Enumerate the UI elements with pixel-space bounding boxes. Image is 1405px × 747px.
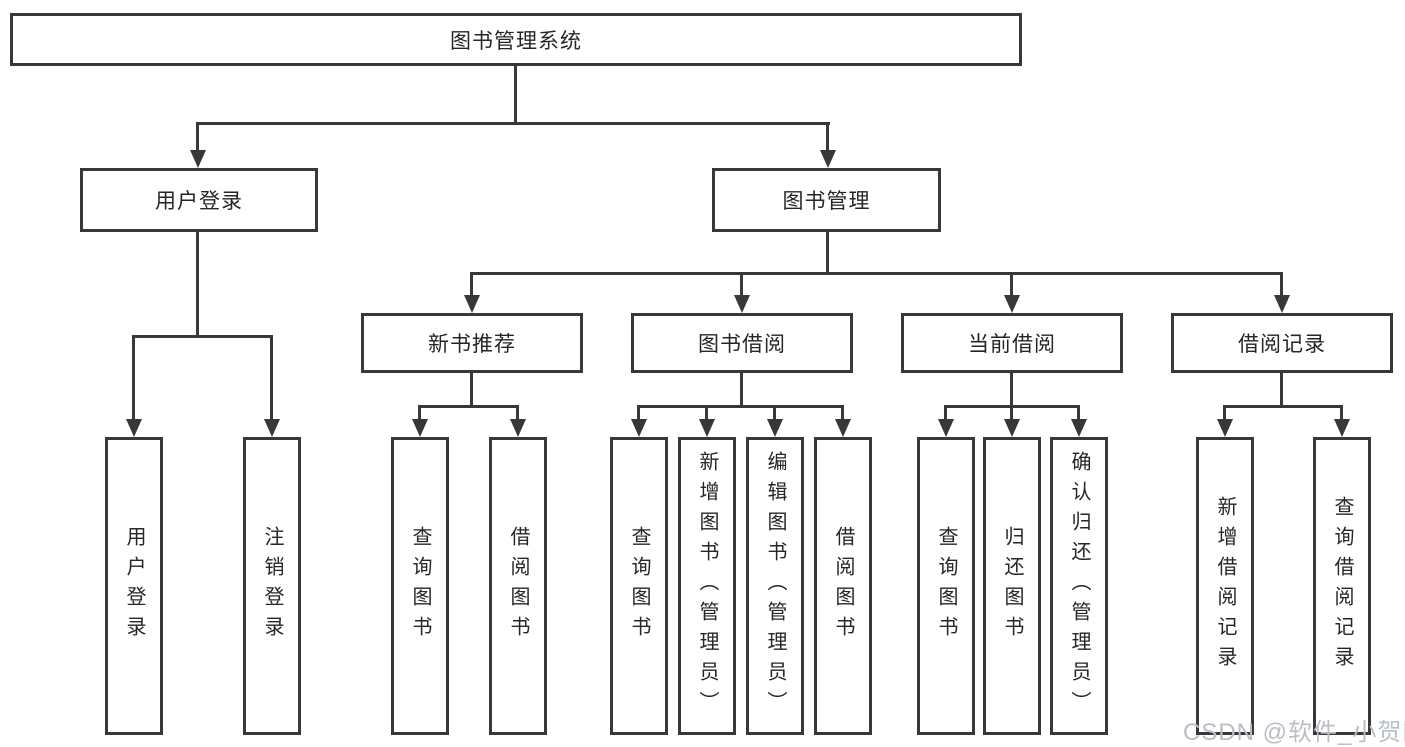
connector-line [740, 373, 743, 405]
arrowhead-icon [835, 419, 851, 437]
connector-line [773, 405, 776, 421]
arrowhead-icon [820, 150, 836, 168]
node-book-borrowing-label: 图书借阅 [698, 333, 786, 356]
arrowhead-icon [631, 419, 647, 437]
leaf-add-book-admin: 新增图书（管理员） [678, 437, 736, 735]
node-library-system: 图书管理系统 [10, 13, 1022, 66]
node-library-system-label: 图书管理系统 [450, 29, 582, 53]
connector-line [196, 122, 199, 154]
leaf-edit-book-admin: 编辑图书（管理员） [746, 437, 804, 735]
connector-line [132, 335, 273, 338]
csdn-watermark: CSDN @软件_小贺同学 [1183, 719, 1405, 746]
node-new-book-recommendation: 新书推荐 [361, 313, 583, 373]
arrowhead-icon [1071, 419, 1087, 437]
arrowhead-icon [464, 295, 480, 313]
connector-line [705, 405, 708, 421]
connector-line [826, 122, 829, 154]
connector-line [1010, 272, 1013, 298]
leaf-add-book-admin-label: 新增图书（管理员） [696, 451, 718, 721]
arrowhead-icon [1217, 419, 1233, 437]
arrowhead-icon [938, 419, 954, 437]
node-borrowing-records: 借阅记录 [1171, 313, 1393, 373]
node-new-book-recommendation-label: 新书推荐 [428, 333, 516, 356]
connector-line [1010, 405, 1013, 421]
connector-line [1280, 373, 1283, 405]
node-borrowing-records-label: 借阅记录 [1238, 333, 1326, 356]
leaf-confirm-return-admin-label: 确认归还（管理员） [1068, 451, 1090, 721]
arrowhead-icon [264, 419, 280, 437]
node-current-borrowing: 当前借阅 [901, 313, 1123, 373]
connector-line [132, 335, 135, 419]
leaf-query-books-recommend-label: 查询图书 [409, 526, 431, 646]
connector-line [841, 405, 844, 421]
connector-line [470, 272, 473, 298]
leaf-query-books-current: 查询图书 [917, 437, 975, 735]
node-user-login-label: 用户登录 [155, 190, 243, 213]
arrowhead-icon [699, 419, 715, 437]
arrowhead-icon [190, 150, 206, 168]
connector-line [470, 373, 473, 405]
node-book-management-label: 图书管理 [782, 190, 871, 213]
node-book-borrowing: 图书借阅 [631, 313, 853, 373]
leaf-query-books-current-label: 查询图书 [935, 526, 957, 646]
leaf-return-books-label: 归还图书 [1001, 526, 1023, 646]
arrowhead-icon [767, 419, 783, 437]
connector-line [1280, 272, 1283, 298]
arrowhead-icon [126, 419, 142, 437]
connector-line [740, 272, 743, 298]
leaf-add-borrow-record-label: 新增借阅记录 [1214, 496, 1236, 676]
node-user-login: 用户登录 [80, 168, 318, 232]
leaf-user-login-label: 用户登录 [123, 526, 145, 646]
leaf-borrow-books-recommend: 借阅图书 [489, 437, 547, 735]
leaf-return-books: 归还图书 [983, 437, 1041, 735]
leaf-borrow-books: 借阅图书 [814, 437, 872, 735]
arrowhead-icon [1004, 419, 1020, 437]
connector-line [470, 272, 1283, 275]
connector-line [516, 405, 519, 421]
connector-line [637, 405, 844, 408]
arrowhead-icon [1274, 295, 1290, 313]
connector-line [1010, 373, 1013, 405]
leaf-edit-book-admin-label: 编辑图书（管理员） [764, 451, 786, 721]
arrowhead-icon [1004, 295, 1020, 313]
connector-line [270, 335, 273, 419]
connector-line [514, 66, 517, 122]
connector-line [196, 122, 830, 125]
connector-line [1223, 405, 1226, 421]
leaf-add-borrow-record: 新增借阅记录 [1196, 437, 1254, 735]
arrowhead-icon [510, 419, 526, 437]
leaf-logout: 注销登录 [243, 437, 301, 735]
connector-line [944, 405, 947, 421]
arrowhead-icon [1334, 419, 1350, 437]
connector-line [418, 405, 421, 421]
leaf-borrow-books-label: 借阅图书 [832, 526, 854, 646]
node-current-borrowing-label: 当前借阅 [968, 333, 1056, 356]
leaf-confirm-return-admin: 确认归还（管理员） [1050, 437, 1108, 735]
leaf-user-login: 用户登录 [105, 437, 163, 735]
leaf-query-borrow-record: 查询借阅记录 [1313, 437, 1371, 735]
arrowhead-icon [734, 295, 750, 313]
leaf-logout-label: 注销登录 [261, 526, 283, 646]
leaf-query-books-recommend: 查询图书 [391, 437, 449, 735]
connector-line [637, 405, 640, 421]
leaf-query-books-borrowing-label: 查询图书 [628, 526, 650, 646]
connector-line [826, 232, 829, 272]
leaf-borrow-books-recommend-label: 借阅图书 [507, 526, 529, 646]
node-book-management: 图书管理 [712, 168, 941, 232]
connector-line [1077, 405, 1080, 421]
arrowhead-icon [412, 419, 428, 437]
connector-line [1340, 405, 1343, 421]
connector-line [196, 232, 199, 335]
leaf-query-books-borrowing: 查询图书 [610, 437, 668, 735]
connector-line [418, 405, 519, 408]
leaf-query-borrow-record-label: 查询借阅记录 [1331, 496, 1353, 676]
connector-line [1223, 405, 1343, 408]
